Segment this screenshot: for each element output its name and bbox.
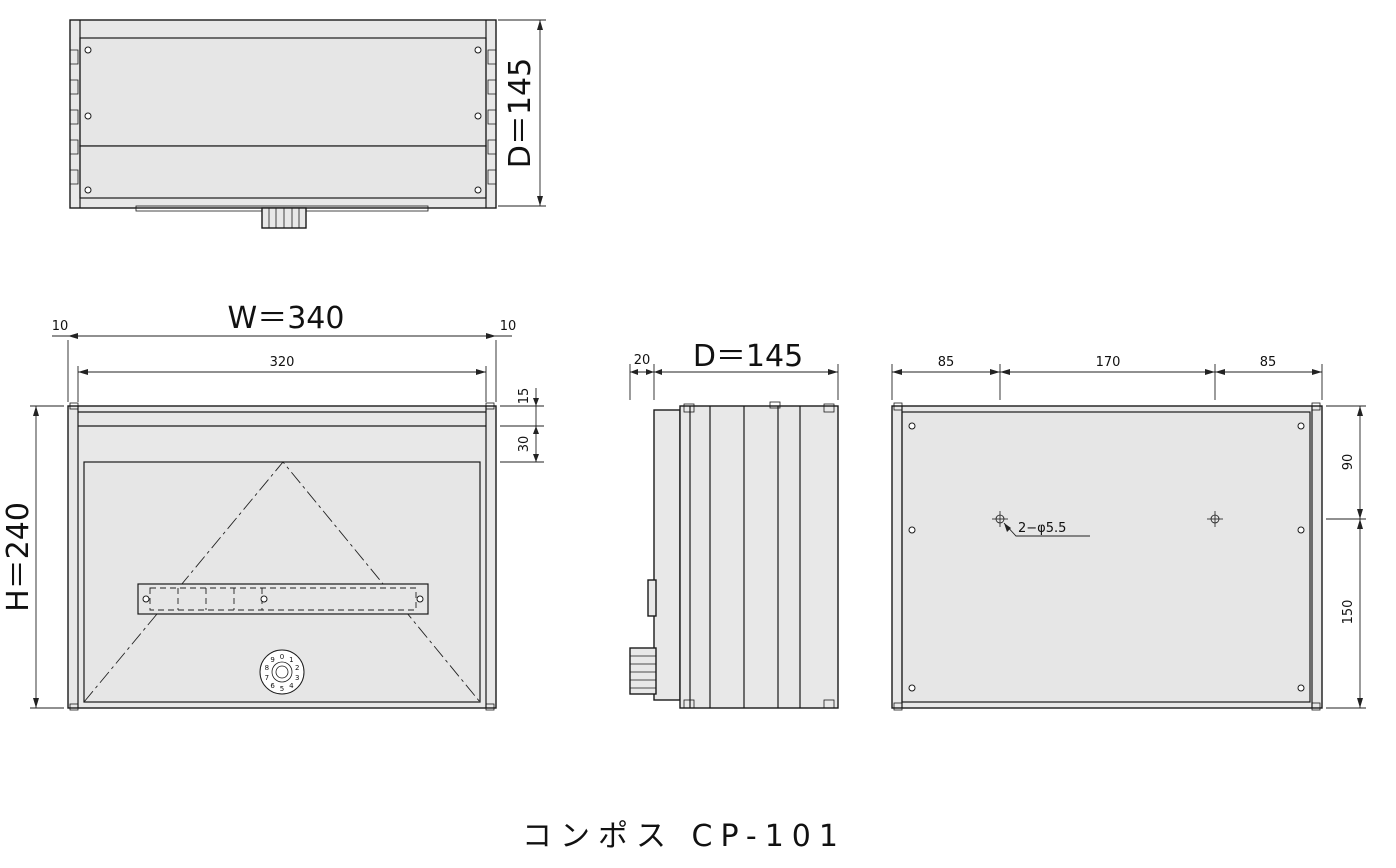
side-20-label: 20 bbox=[634, 353, 651, 368]
product-title: コンポス CP-101 bbox=[522, 819, 846, 854]
dial-digit: 6 bbox=[270, 682, 275, 690]
front-30-label: 30 bbox=[517, 436, 532, 453]
dial-digit: 2 bbox=[295, 664, 299, 672]
top-depth-label: D＝145 bbox=[503, 58, 538, 168]
back-view: 2−φ5.5 85 170 85 90 150 bbox=[891, 355, 1366, 711]
dial-digit: 8 bbox=[265, 664, 269, 672]
side-depth-label: D＝145 bbox=[693, 339, 803, 374]
dial-digit: 5 bbox=[280, 685, 284, 693]
front-inner-width-label: 320 bbox=[270, 355, 295, 370]
front-left-margin-label: 10 bbox=[52, 319, 69, 334]
front-right-margin-label: 10 bbox=[500, 319, 517, 334]
dial-digit: 3 bbox=[295, 674, 299, 682]
front-height-label: H＝240 bbox=[1, 502, 36, 612]
dial-digit: 9 bbox=[270, 656, 274, 664]
front-width-label: W＝340 bbox=[228, 301, 345, 336]
dial-digit: 1 bbox=[289, 656, 293, 664]
back-85-right-label: 85 bbox=[1260, 355, 1277, 370]
dial-digit: 7 bbox=[265, 674, 269, 682]
top-view: D＝145 bbox=[69, 19, 546, 229]
front-15-label: 15 bbox=[517, 388, 532, 405]
back-150-label: 150 bbox=[1341, 600, 1356, 625]
back-90-label: 90 bbox=[1341, 454, 1356, 471]
back-85-left-label: 85 bbox=[938, 355, 955, 370]
side-view: 20 D＝145 bbox=[629, 339, 839, 709]
back-170-label: 170 bbox=[1096, 355, 1121, 370]
hole-note-label: 2−φ5.5 bbox=[1018, 521, 1066, 536]
dial-digit: 4 bbox=[289, 682, 294, 690]
dial-digit: 0 bbox=[280, 653, 284, 661]
